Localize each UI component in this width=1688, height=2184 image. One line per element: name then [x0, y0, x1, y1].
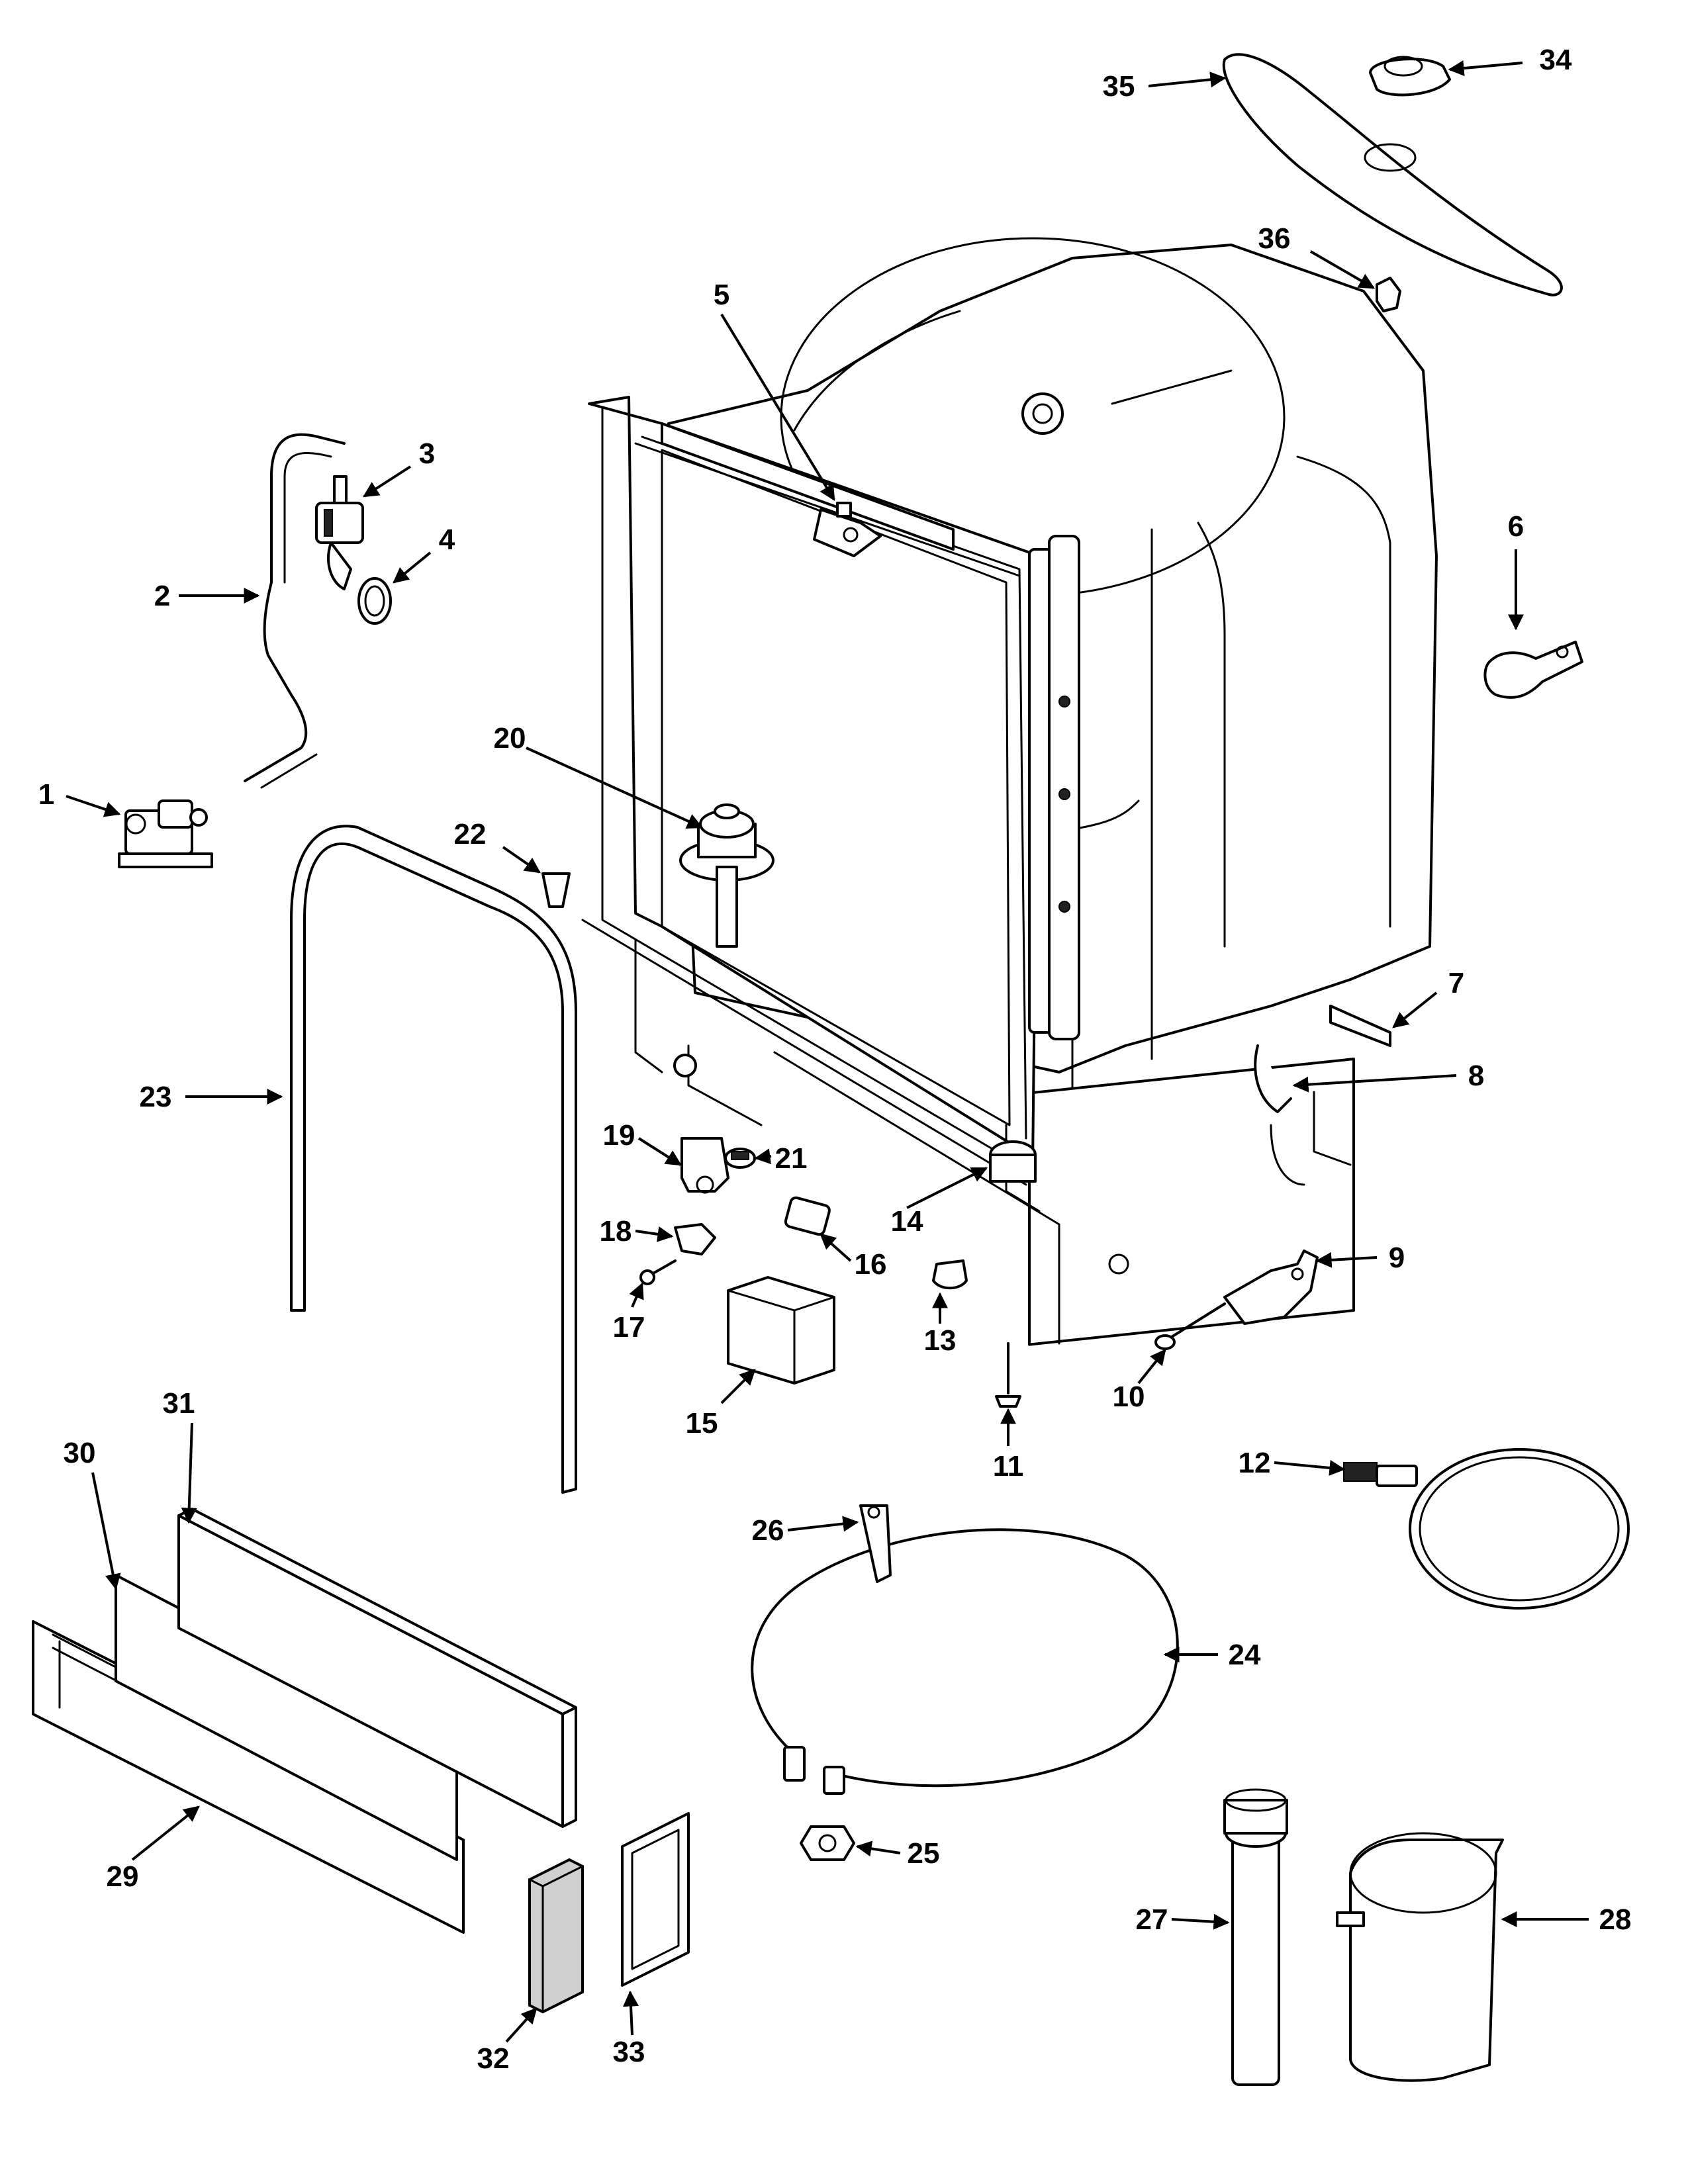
callout-19: 19: [603, 1119, 635, 1152]
mounting-clip: [1483, 641, 1583, 699]
switch: [784, 1196, 831, 1236]
valve-connector: [315, 475, 364, 590]
grommet: [724, 1148, 756, 1169]
callout-3: 3: [419, 437, 435, 470]
callout-27: 27: [1136, 1903, 1168, 1936]
water-valve: [118, 799, 213, 868]
callout-1: 1: [38, 778, 54, 811]
callout-29: 29: [107, 1860, 139, 1893]
callout-31: 31: [163, 1387, 195, 1420]
fill-hose: [244, 433, 346, 789]
wing-nut: [1376, 277, 1401, 312]
callout-33: 33: [613, 2036, 645, 2068]
callout-26: 26: [752, 1514, 784, 1547]
callout-24: 24: [1229, 1639, 1261, 1671]
callout-2: 2: [154, 580, 170, 612]
plug: [541, 872, 571, 908]
callout-34: 34: [1540, 44, 1572, 76]
leader-lines: [66, 60, 1589, 2043]
callout-13: 13: [924, 1324, 957, 1357]
gasket: [357, 577, 392, 625]
callout-15: 15: [686, 1407, 718, 1439]
callout-22: 22: [454, 818, 487, 850]
spray-arm: [1222, 53, 1563, 296]
callout-18: 18: [600, 1215, 632, 1248]
latch-clip: [674, 1223, 716, 1255]
thermostat: [932, 1259, 968, 1290]
float-bracket: [680, 1137, 729, 1194]
side-bracket: [1329, 1005, 1391, 1047]
callout-4: 4: [439, 523, 455, 556]
foam-pad: [621, 1812, 690, 1987]
small-screw: [639, 1259, 677, 1285]
element-clip: [859, 1504, 892, 1583]
sponge-pad: [528, 1858, 584, 2014]
callout-20: 20: [494, 722, 526, 754]
junction-box: [727, 1276, 835, 1385]
callout-17: 17: [613, 1311, 645, 1343]
callout-28: 28: [1599, 1903, 1632, 1936]
callout-32: 32: [477, 2042, 510, 2075]
top-bracket: [813, 502, 882, 557]
callout-7: 7: [1448, 967, 1464, 999]
leveling-screw: [1154, 1302, 1226, 1350]
callout-30: 30: [64, 1437, 96, 1469]
callout-23: 23: [140, 1081, 172, 1113]
filter-housing: [1336, 1832, 1504, 2082]
heating-element: [751, 1528, 1179, 1795]
callout-35: 35: [1103, 70, 1135, 103]
callout-16: 16: [855, 1248, 887, 1281]
float: [679, 803, 774, 948]
callout-labels: 1 2 3 4 5 6 7 8 9 10 11 12 13 14 15 16 1…: [38, 44, 1632, 2075]
fitting: [989, 1140, 1037, 1183]
callout-6: 6: [1508, 510, 1524, 543]
callout-14: 14: [891, 1205, 923, 1238]
hose-guide: [1254, 1044, 1292, 1113]
callout-21: 21: [775, 1142, 808, 1175]
screw: [995, 1342, 1021, 1408]
callout-5: 5: [714, 279, 729, 311]
callout-25: 25: [908, 1837, 940, 1870]
callout-11: 11: [993, 1450, 1024, 1482]
door-gasket: [290, 825, 577, 1494]
callout-12: 12: [1239, 1447, 1271, 1479]
callout-8: 8: [1468, 1060, 1484, 1092]
filter-tube: [1223, 1788, 1288, 2086]
spray-arm-hub: [1369, 56, 1451, 97]
callout-10: 10: [1113, 1381, 1145, 1413]
heater-ring: [1343, 1448, 1630, 1610]
callout-9: 9: [1389, 1242, 1405, 1274]
callout-36: 36: [1258, 222, 1291, 255]
element-nut: [800, 1825, 855, 1861]
insulation-panel: [177, 1508, 577, 1828]
